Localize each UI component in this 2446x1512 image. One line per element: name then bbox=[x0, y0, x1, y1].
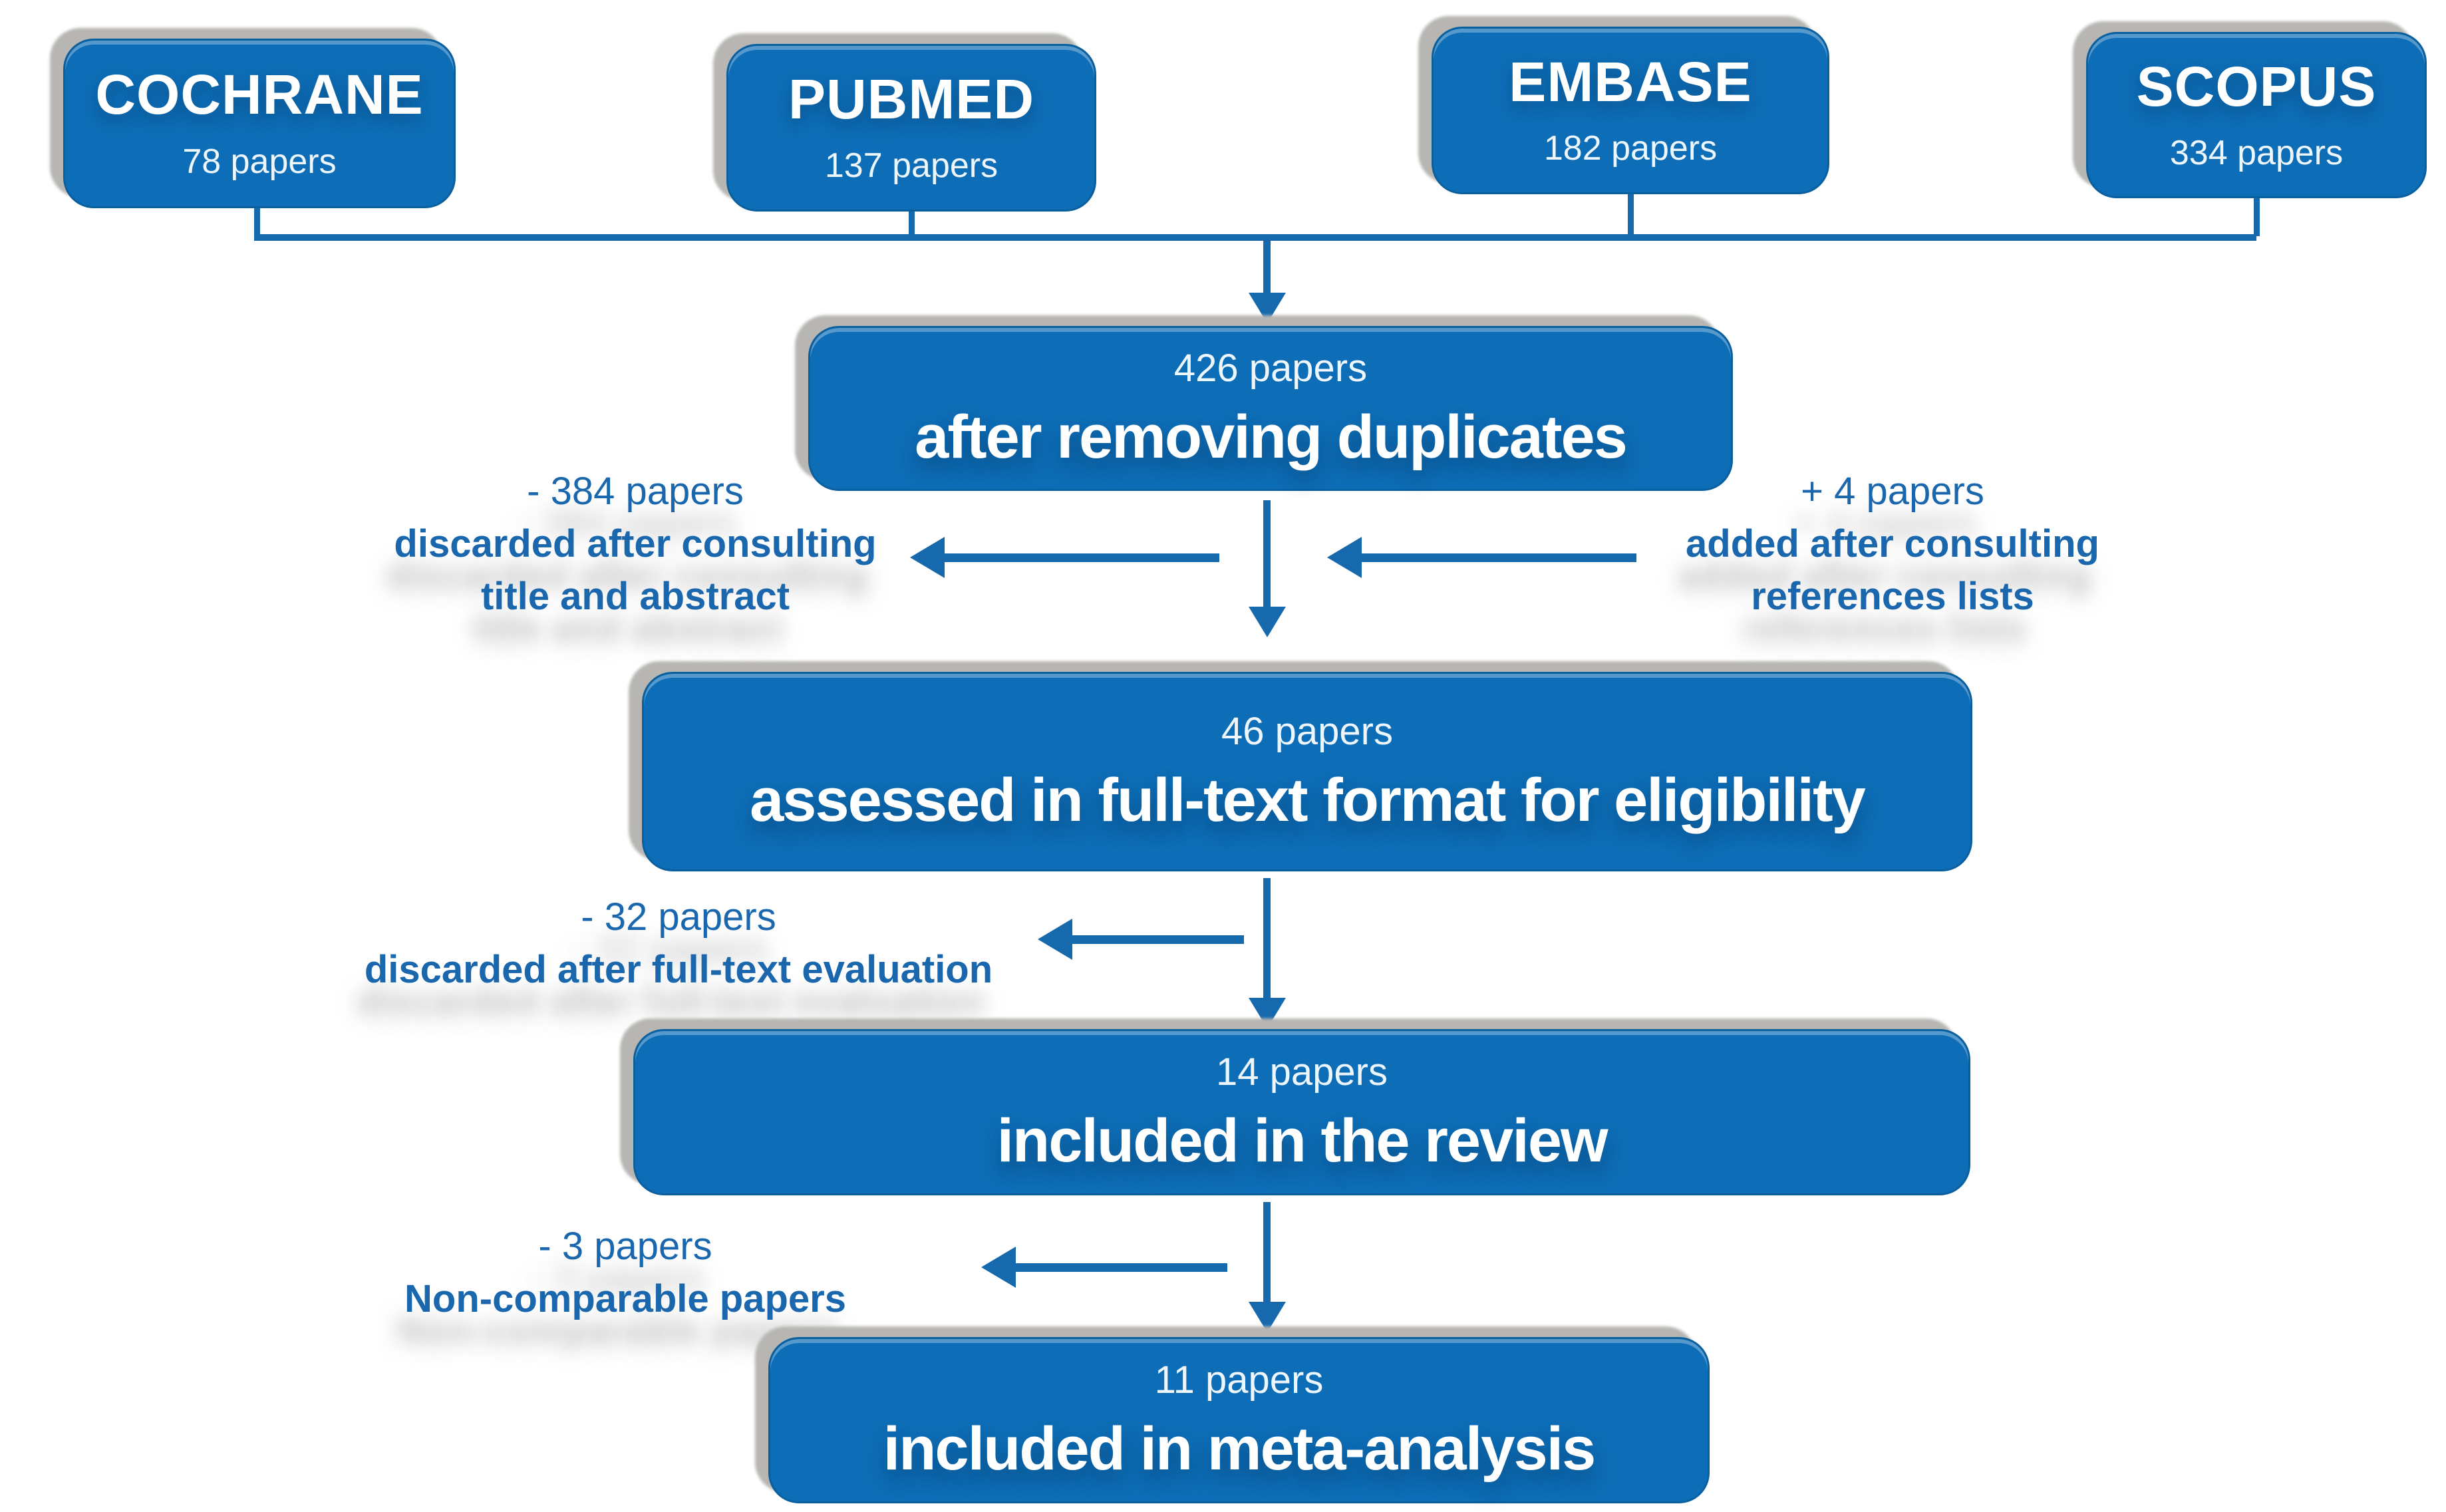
stage-box-after-removing-duplicates: 426 papers after removing duplicates bbox=[808, 326, 1733, 491]
left-arrow-2-icon bbox=[1327, 537, 1362, 578]
stage-label: assessed in full-text format for eligibi… bbox=[750, 766, 1866, 834]
down-arrow-1-icon bbox=[1249, 293, 1286, 323]
stage-count: 426 papers bbox=[1173, 346, 1368, 390]
stage-label: included in the review bbox=[996, 1106, 1608, 1175]
stage-label: included in meta-analysis bbox=[883, 1414, 1597, 1483]
annotation-discarded-title-abstract: - 384 papers discarded after consulting … bbox=[236, 466, 1034, 623]
source-box-scopus: SCOPUS 334 papers bbox=[2086, 32, 2427, 198]
source-box-pubmed: PUBMED 137 papers bbox=[726, 44, 1096, 212]
source-count: 334 papers bbox=[2169, 134, 2344, 173]
annotation-count: - 384 papers bbox=[527, 470, 744, 513]
left-arrow-3-shaft bbox=[1071, 935, 1244, 944]
annotation-line: discarded after full-text evaluation bbox=[364, 947, 993, 991]
source-name: PUBMED bbox=[788, 67, 1034, 130]
connector-stub-pubmed bbox=[909, 212, 915, 236]
sources-junction-line bbox=[254, 234, 2256, 241]
annotation-added-references: + 4 papers added after consulting refere… bbox=[1493, 466, 2292, 623]
stage-box-included-meta-analysis: 11 papers included in meta-analysis bbox=[768, 1337, 1710, 1503]
left-arrow-4-shaft bbox=[1014, 1263, 1227, 1272]
down-arrow-3-icon bbox=[1249, 998, 1286, 1028]
down-arrow-2-shaft bbox=[1263, 500, 1271, 607]
down-arrow-2-icon bbox=[1249, 607, 1286, 637]
stage-count: 14 papers bbox=[1216, 1050, 1388, 1094]
source-count: 137 papers bbox=[824, 146, 998, 186]
source-count: 78 papers bbox=[182, 142, 337, 181]
source-box-cochrane: COCHRANE 78 papers bbox=[63, 39, 456, 208]
stage-box-fulltext-eligibility: 46 papers assessed in full-text format f… bbox=[642, 672, 1972, 871]
annotation-non-comparable: - 3 papers Non-comparable papers bbox=[160, 1221, 1091, 1326]
left-arrow-4-icon bbox=[981, 1247, 1016, 1288]
annotation-line: references lists bbox=[1751, 574, 2034, 618]
source-box-embase: EMBASE 182 papers bbox=[1432, 27, 1829, 194]
source-name: COCHRANE bbox=[95, 63, 424, 126]
stage-count: 46 papers bbox=[1221, 709, 1393, 753]
left-arrow-1-shaft bbox=[943, 553, 1219, 562]
source-count: 182 papers bbox=[1543, 129, 1718, 168]
connector-stub-scopus bbox=[2254, 198, 2260, 236]
down-arrow-1-shaft bbox=[1263, 241, 1271, 293]
source-name: SCOPUS bbox=[2136, 55, 2377, 118]
down-arrow-4-shaft bbox=[1263, 1202, 1271, 1302]
annotation-count: - 3 papers bbox=[538, 1225, 712, 1268]
annotation-count: + 4 papers bbox=[1801, 470, 1984, 513]
left-arrow-2-shaft bbox=[1360, 553, 1636, 562]
connector-stub-cochrane bbox=[254, 208, 260, 236]
annotation-discarded-fulltext: - 32 papers discarded after full-text ev… bbox=[213, 891, 1144, 996]
annotation-count: - 32 papers bbox=[581, 895, 776, 939]
connector-stub-embase bbox=[1628, 194, 1634, 236]
annotation-line: title and abstract bbox=[480, 574, 790, 618]
annotation-line: Non-comparable papers bbox=[404, 1277, 846, 1320]
annotation-line: discarded after consulting bbox=[394, 522, 877, 565]
down-arrow-3-shaft bbox=[1263, 878, 1271, 998]
annotation-line: added after consulting bbox=[1686, 522, 2099, 565]
left-arrow-3-icon bbox=[1038, 919, 1072, 960]
down-arrow-4-icon bbox=[1249, 1302, 1286, 1332]
source-name: EMBASE bbox=[1509, 50, 1752, 113]
stage-count: 11 papers bbox=[1154, 1358, 1324, 1402]
stage-box-included-review: 14 papers included in the review bbox=[633, 1029, 1970, 1195]
left-arrow-1-icon bbox=[910, 537, 945, 578]
stage-label: after removing duplicates bbox=[915, 402, 1628, 471]
